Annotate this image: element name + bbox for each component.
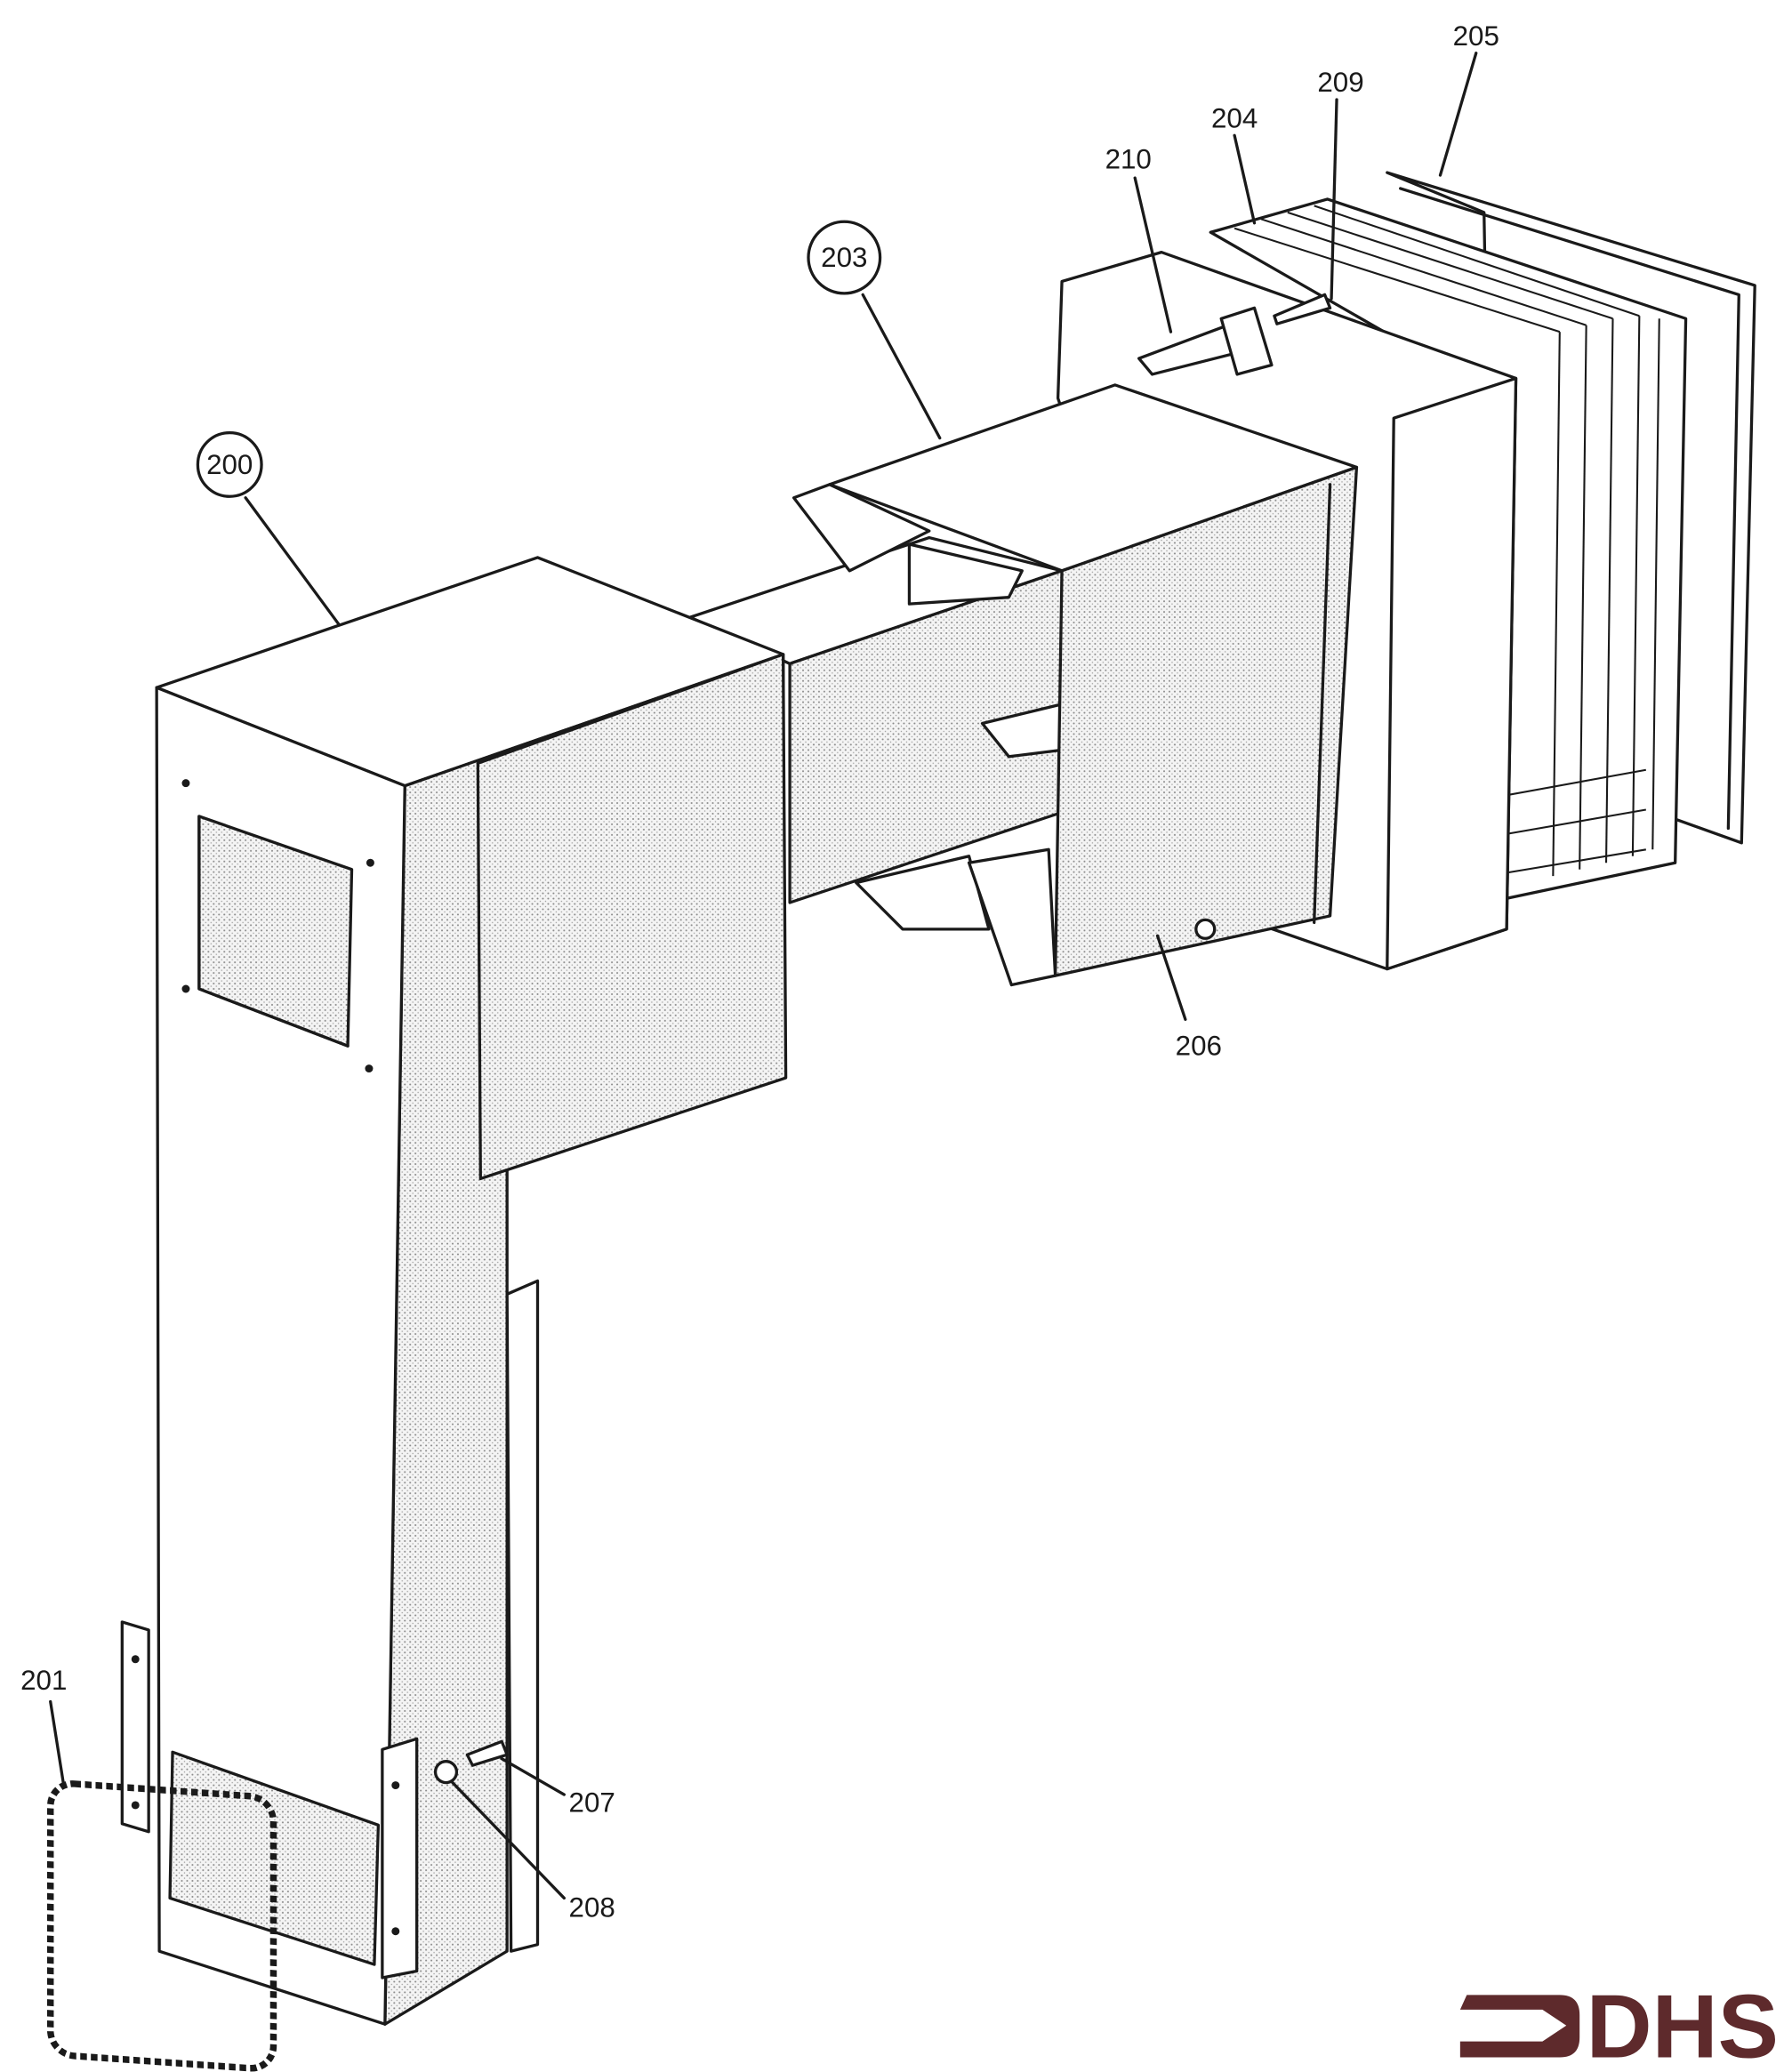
callout-circle-203: [807, 220, 882, 295]
logo-text: DHS: [1587, 1976, 1779, 2072]
callout-206: 206: [1176, 1031, 1222, 1062]
callout-205: 205: [1453, 20, 1499, 52]
callout-209: 209: [1317, 67, 1363, 98]
callout-203: 203: [821, 242, 867, 273]
callout-200: 200: [206, 449, 253, 480]
callout-201: 201: [20, 1665, 67, 1696]
screw-209: [1273, 293, 1332, 325]
callout-208: 208: [569, 1891, 615, 1923]
bolt-207: [465, 1739, 509, 1767]
gasket-201: [46, 1780, 277, 2072]
callout-circle-200: [196, 430, 263, 498]
callout-210: 210: [1105, 144, 1152, 175]
callout-204: 204: [1211, 102, 1258, 133]
box-203: [828, 383, 1359, 977]
callout-207: 207: [569, 1787, 615, 1818]
dhs-logo: DHS: [1459, 1976, 1779, 2072]
logo-arrow-icon: [1459, 1995, 1580, 2058]
duct: [688, 483, 1066, 987]
leader-lines: [49, 52, 1478, 1900]
washer-208: [433, 1760, 459, 1785]
pin-210: [1137, 306, 1274, 376]
main-housing-200: [120, 556, 788, 2026]
